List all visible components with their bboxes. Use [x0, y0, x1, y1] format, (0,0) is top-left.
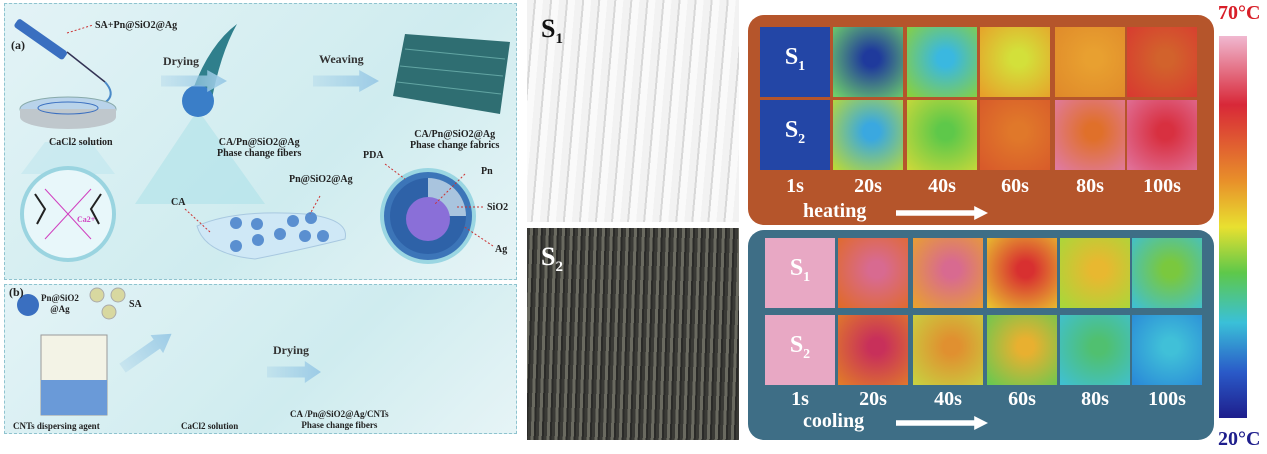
time-label: 60s: [1008, 388, 1036, 410]
fiber-label-line: CA/Pn@SiO2@Ag: [218, 137, 300, 148]
ca-crosslink-icon: [20, 166, 116, 262]
ca-matrix-icon: [196, 212, 346, 260]
bath-label: CaCl2 solution: [181, 421, 239, 431]
fabric-label-line: CA/Pn@SiO2@Ag: [414, 129, 496, 140]
fiber-label-line: CA /Pn@SiO2@Ag/CNTs: [290, 409, 389, 419]
cooling-thermal-tile: [838, 315, 908, 385]
step-drying: Drying: [273, 343, 309, 357]
heating-thermal-tile: S2: [760, 100, 830, 170]
beaker-label: CNTs dispersing agent: [13, 421, 100, 431]
heating-thermal-tile: [833, 100, 903, 170]
bath-label: CaCl2 solution: [49, 137, 113, 148]
ag-label: Ag: [495, 244, 508, 255]
step-drying: Drying: [163, 54, 199, 68]
cooling-thermal-tile: [987, 238, 1057, 308]
pda-label: PDA: [363, 150, 384, 161]
panel-tag: (b): [9, 285, 24, 299]
time-label: 100s: [1143, 175, 1181, 197]
particle-label-line: @Ag: [50, 304, 70, 314]
arrow-icon: [313, 70, 379, 92]
cooling-thermal-tile: [1132, 315, 1202, 385]
colorbar-max-label: 70°C: [1218, 2, 1261, 24]
step-weaving: Weaving: [319, 52, 364, 66]
ion-label: Ca2+: [77, 215, 96, 224]
heating-label: heating: [803, 200, 867, 222]
time-label: 80s: [1076, 175, 1104, 197]
arrow-right-icon: [896, 206, 988, 220]
panel-tag: (a): [11, 38, 25, 52]
time-label: 1s: [791, 388, 809, 410]
cooling-thermal-tile: [1132, 238, 1202, 308]
particle-label-line: Pn@SiO2: [41, 293, 79, 303]
panel-a: (a) SA+Pn@SiO2@Ag Drying Weaving CaCl2 s…: [4, 3, 517, 280]
cooling-thermal-tile: S2: [765, 315, 835, 385]
sample-label: S1: [784, 44, 806, 74]
time-label: 80s: [1081, 388, 1109, 410]
arrow-right-icon: [896, 416, 988, 430]
beaker-icon: [40, 334, 108, 416]
colorbar: [1219, 36, 1247, 418]
cooling-thermal-tile: [913, 238, 983, 308]
sio2-label: SiO2: [487, 202, 509, 213]
cooling-thermal-tile: [987, 315, 1057, 385]
syringe-label: SA+Pn@SiO2@Ag: [95, 20, 178, 31]
heating-thermal-tile: [1055, 100, 1125, 170]
panel-b-illustration: [17, 287, 126, 416]
sa-label: SA: [129, 299, 142, 310]
time-label: 20s: [859, 388, 887, 410]
cooling-thermal-tile: [1060, 315, 1130, 385]
cooling-thermal-tile: [913, 315, 983, 385]
heating-thermal-tile: [907, 100, 977, 170]
photo-label: S2: [541, 242, 563, 276]
core-shell-particle-icon: [380, 168, 476, 264]
heating-thermal-tile: [980, 100, 1050, 170]
fiber-label-line: Phase change fibers: [217, 148, 302, 159]
pn-label: Pn: [481, 166, 493, 177]
sample-label: S2: [784, 117, 806, 147]
heating-thermal-tile: [1127, 27, 1197, 97]
panel-b: (b) Pn@SiO2@Ag SA CNTs dispersing agent …: [4, 284, 517, 434]
fiber-icon: [182, 24, 237, 117]
heating-thermal-tile: S1: [760, 27, 830, 97]
photo-label: S1: [541, 14, 563, 48]
cooling-thermal-tile: [838, 238, 908, 308]
fabric-icon: [393, 34, 510, 114]
photo-s2-fabric: S2: [527, 228, 739, 440]
sample-label: S1: [789, 255, 811, 285]
arrow-icon: [267, 361, 321, 383]
time-label: 100s: [1148, 388, 1186, 410]
heating-thermal-tile: [907, 27, 977, 97]
time-label: 40s: [928, 175, 956, 197]
heating-thermal-tile: [833, 27, 903, 97]
ca-label: CA: [171, 197, 186, 208]
fabric-label-line: Phase change fabrics: [410, 140, 500, 151]
particle-label: Pn@SiO2@Ag: [41, 293, 79, 315]
heating-thermal-tile: [1127, 100, 1197, 170]
time-label: 60s: [1001, 175, 1029, 197]
cooling-label: cooling: [803, 410, 865, 432]
time-label: 40s: [934, 388, 962, 410]
arrow-icon: [161, 70, 227, 92]
particle-label: Pn@SiO2@Ag: [289, 174, 353, 185]
time-label: 20s: [854, 175, 882, 197]
cooling-thermal-tile: [1060, 238, 1130, 308]
sample-label: S2: [789, 332, 811, 362]
heating-thermal-tile: [1055, 27, 1125, 97]
heating-thermal-tile: [980, 27, 1050, 97]
fiber-label-line: Phase change fibers: [301, 420, 378, 430]
panel-a-illustration: [14, 19, 510, 264]
cooling-thermal-tile: S1: [765, 238, 835, 308]
petri-dish-icon: [19, 96, 117, 129]
colorbar-min-label: 20°C: [1218, 428, 1261, 450]
time-label: 1s: [786, 175, 804, 197]
photo-s1-fabric: S1: [527, 0, 739, 222]
